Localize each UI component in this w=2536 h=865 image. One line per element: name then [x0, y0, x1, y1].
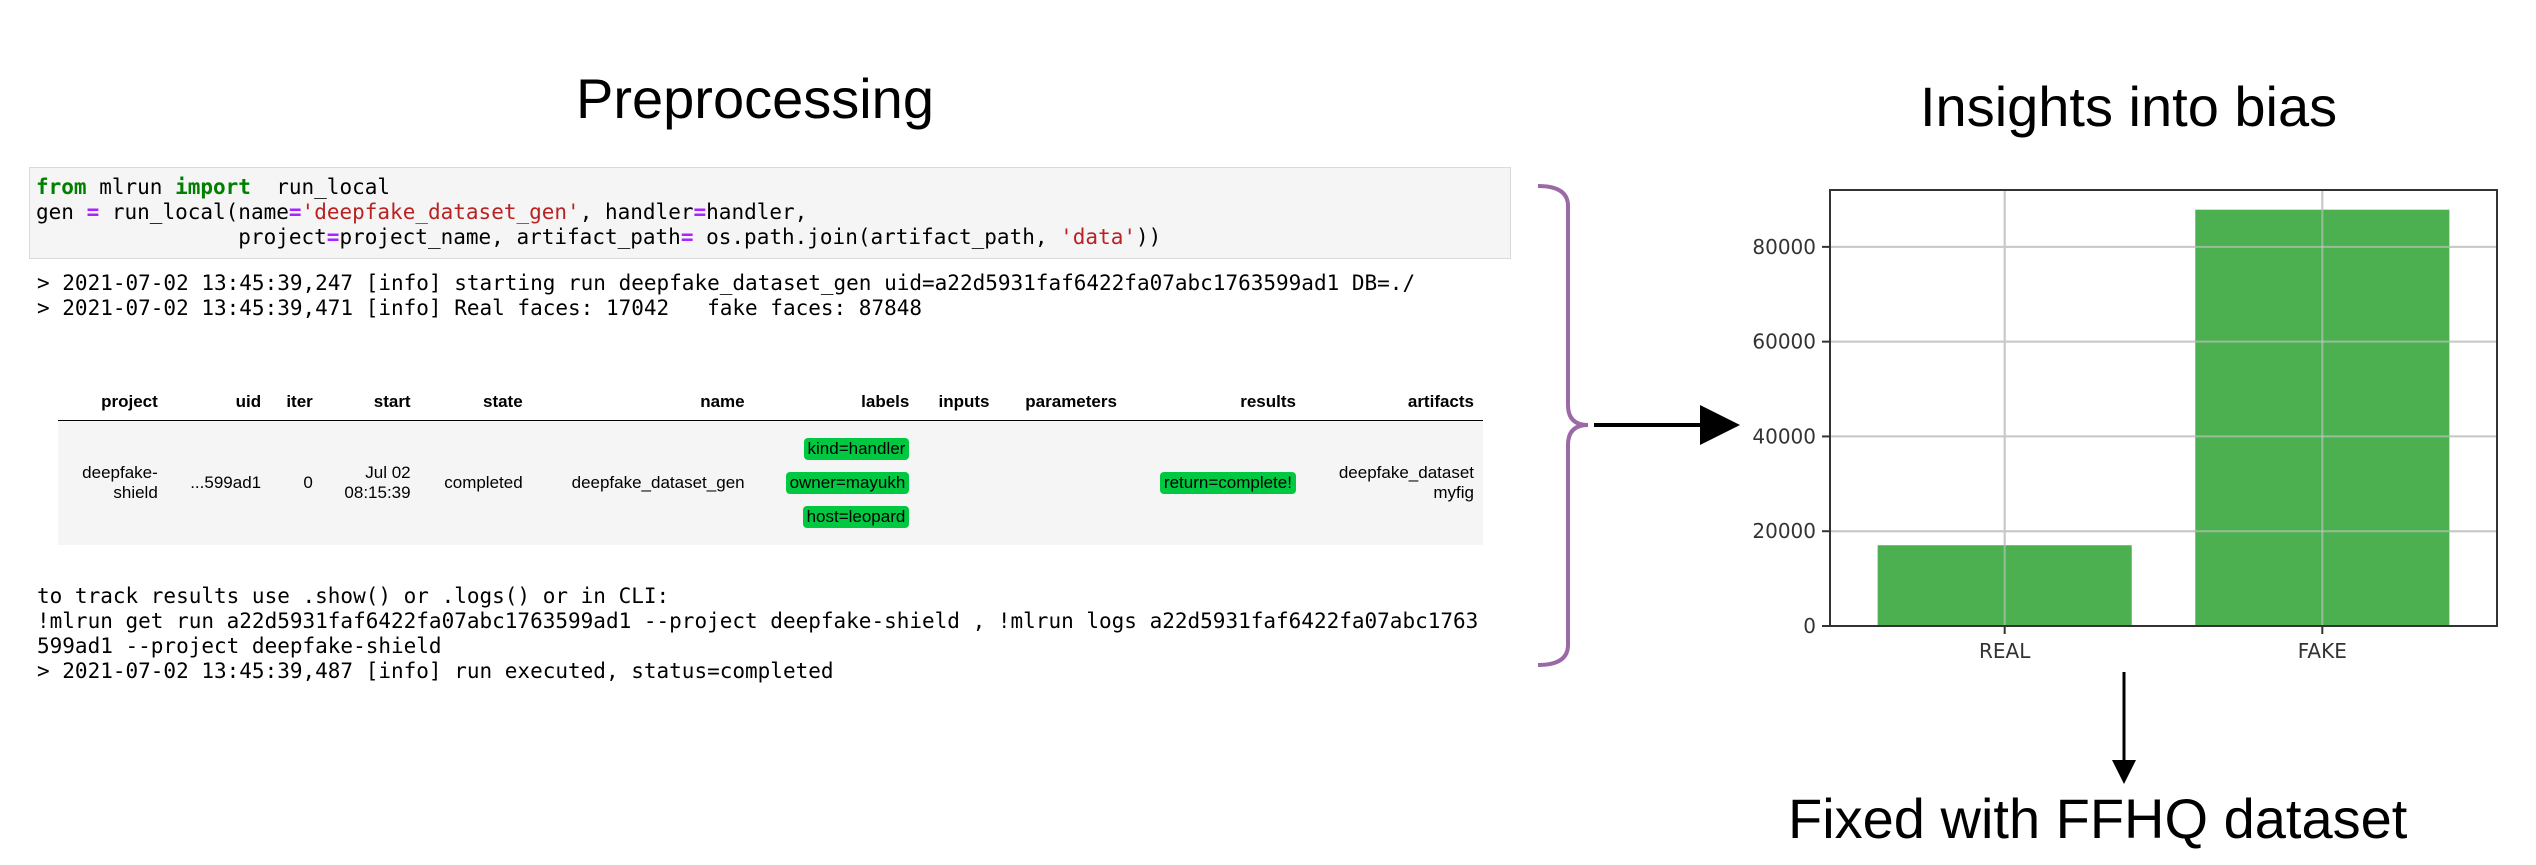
- col-parameters: parameters: [998, 384, 1126, 421]
- cell-uid: ...599ad1: [166, 420, 271, 545]
- col-results: results: [1125, 384, 1305, 421]
- cell-name: deepfake_dataset_gen: [531, 420, 754, 545]
- cell-results: return=complete!: [1125, 420, 1305, 545]
- code-line-3: project=project_name, artifact_path= os.…: [36, 225, 1162, 249]
- y-tick-label: 80000: [1752, 235, 1816, 259]
- col-uid: uid: [166, 384, 271, 421]
- col-inputs: inputs: [918, 384, 999, 421]
- preprocessing-title: Preprocessing: [576, 67, 934, 130]
- col-start: start: [321, 384, 420, 421]
- col-state: state: [419, 384, 532, 421]
- cell-inputs: [918, 420, 999, 545]
- run-table: project uid iter start state name labels…: [58, 384, 1483, 545]
- col-artifacts: artifacts: [1304, 384, 1483, 421]
- insights-title: Insights into bias: [1920, 75, 2338, 138]
- cell-state: completed: [419, 420, 532, 545]
- col-labels: labels: [753, 384, 919, 421]
- label-badge: kind=handler: [803, 438, 910, 460]
- label-badge: owner=mayukh: [785, 472, 910, 494]
- y-tick-label: 40000: [1752, 424, 1816, 448]
- ffhq-caption: Fixed with FFHQ dataset: [1788, 787, 2408, 850]
- col-name: name: [531, 384, 754, 421]
- log-line-2: > 2021-07-02 13:45:39,471 [info] Real fa…: [37, 296, 923, 320]
- footer-line-2: !mlrun get run a22d5931faf6422fa07abc176…: [37, 609, 1479, 633]
- plot-frame: [1829, 189, 2498, 627]
- y-tick-label: 0: [1803, 614, 1816, 638]
- x-tick-label: FAKE: [2298, 639, 2347, 663]
- cell-iter: 0: [270, 420, 322, 545]
- cell-parameters: [998, 420, 1126, 545]
- x-tick-label: REAL: [1979, 639, 2031, 663]
- code-cell[interactable]: from mlrun import run_local gen = run_lo…: [29, 167, 1511, 259]
- cell-project: deepfake-shield: [58, 420, 167, 545]
- log-line-1: > 2021-07-02 13:45:39,247 [info] startin…: [37, 271, 1416, 295]
- code-line-1: from mlrun import run_local: [36, 175, 391, 199]
- footer-line-4: > 2021-07-02 13:45:39,487 [info] run exe…: [37, 659, 834, 683]
- footer-line-1: to track results use .show() or .logs() …: [37, 584, 670, 608]
- right-brace: [1537, 184, 1589, 667]
- col-iter: iter: [270, 384, 322, 421]
- code-line-2: gen = run_local(name='deepfake_dataset_g…: [36, 200, 808, 224]
- cell-labels: kind=handler owner=mayukh host=leopard: [753, 420, 919, 545]
- col-project: project: [58, 384, 167, 421]
- label-badge: host=leopard: [802, 506, 910, 528]
- y-tick-label: 20000: [1752, 519, 1816, 543]
- run-table-header: project uid iter start state name labels…: [58, 384, 1483, 421]
- result-badge: return=complete!: [1159, 472, 1296, 494]
- y-tick-label: 60000: [1752, 330, 1816, 354]
- footer-line-3: 599ad1 --project deepfake-shield: [37, 634, 442, 658]
